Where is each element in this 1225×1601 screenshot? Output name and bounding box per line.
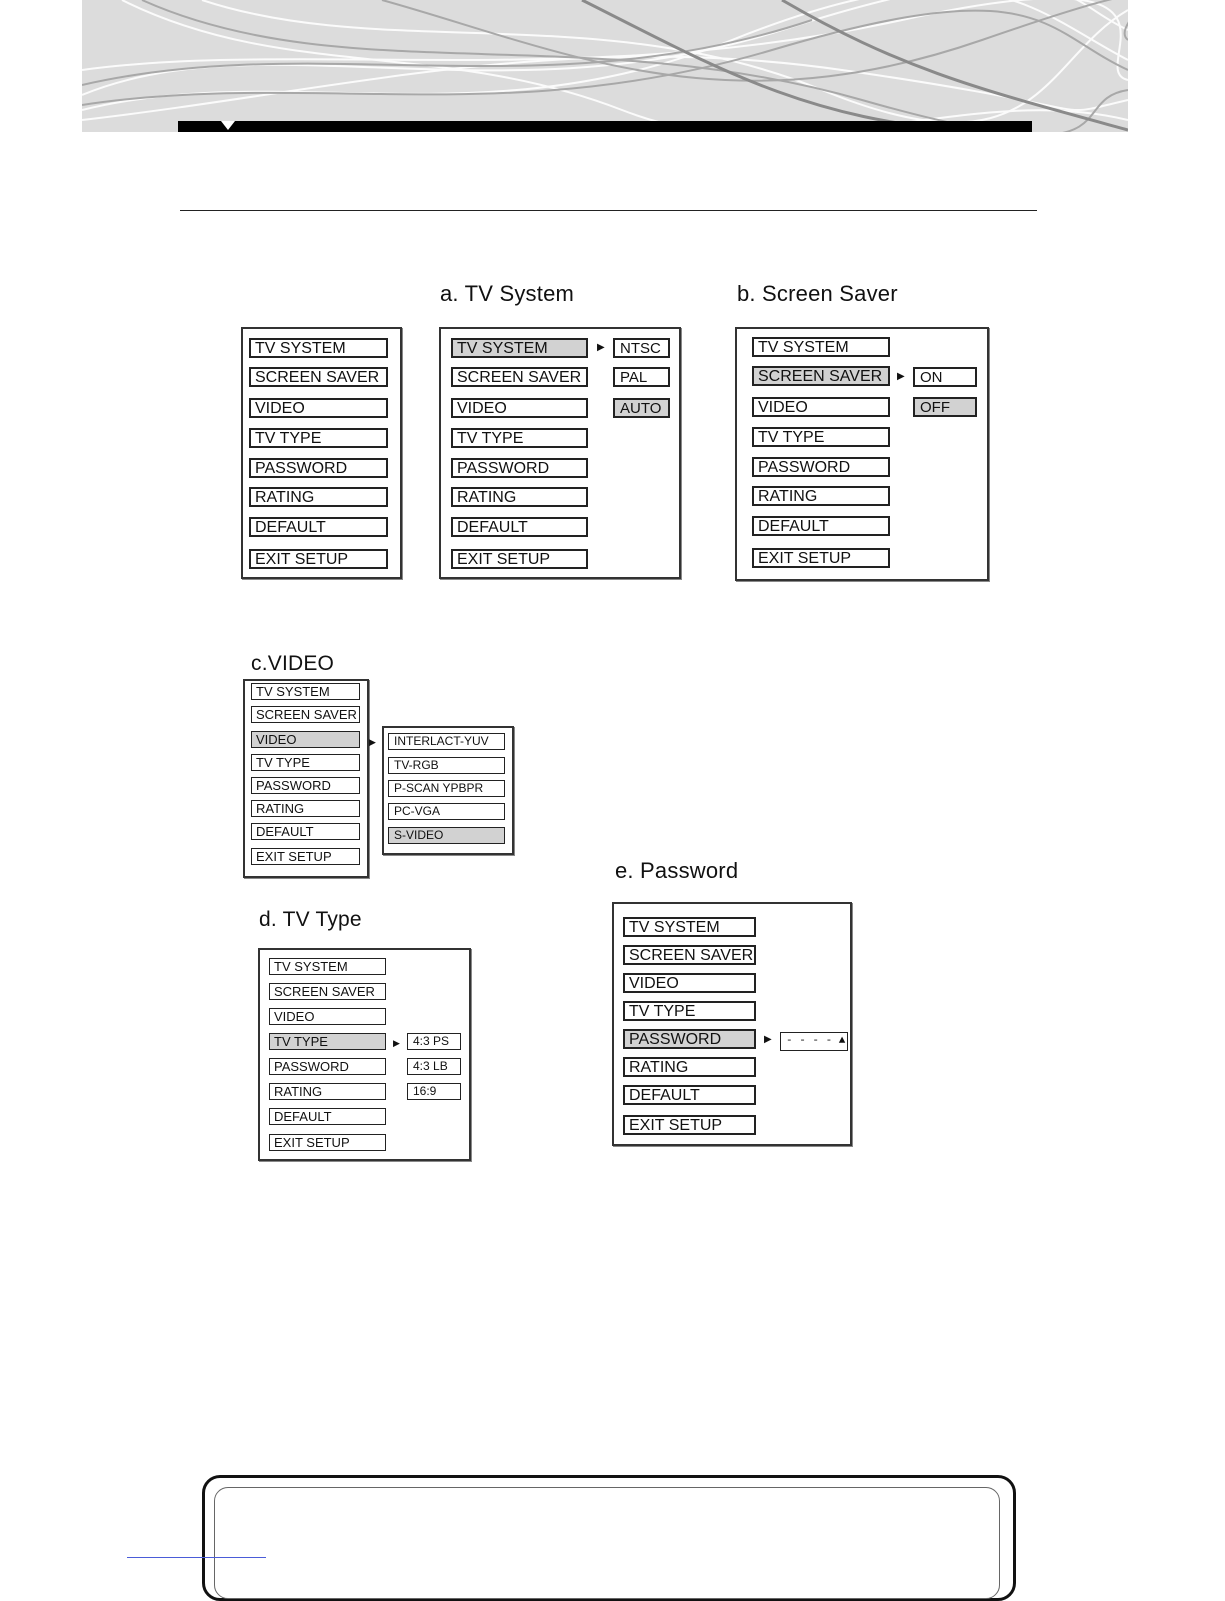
menu-item-tv-type[interactable]: TV TYPE [249,428,388,448]
menu-item-tv-system[interactable]: TV SYSTEM [451,338,588,358]
option-4-3-lb[interactable]: 4:3 LB [407,1058,461,1075]
menu-item-default[interactable]: DEFAULT [269,1108,386,1125]
submenu-arrow-icon: ▶ [597,342,605,353]
menu-item-exit-setup[interactable]: EXIT SETUP [623,1115,756,1135]
menu-item-tv-type[interactable]: TV TYPE [251,754,360,771]
menu-item-video[interactable]: VIDEO [623,973,756,993]
menu-item-exit-setup[interactable]: EXIT SETUP [249,549,388,569]
caption-b: b. Screen Saver [737,281,898,306]
decorative-swirl-graphic [82,0,1128,132]
menu-item-exit-setup[interactable]: EXIT SETUP [451,549,588,569]
menu-item-password[interactable]: PASSWORD [752,457,890,477]
menu-item-screen-saver[interactable]: SCREEN SAVER [251,706,360,723]
menu-item-default[interactable]: DEFAULT [451,517,588,537]
menu-item-exit-setup[interactable]: EXIT SETUP [752,548,890,568]
menu-item-rating[interactable]: RATING [269,1083,386,1100]
tv-system-menu-panel [439,327,681,579]
header-bar [178,121,1032,132]
menu-item-rating[interactable]: RATING [451,487,588,507]
submenu-arrow-icon: ▶ [897,371,905,382]
menu-item-tv-system[interactable]: TV SYSTEM [752,337,890,357]
submenu-arrow-icon: ▶ [393,1038,400,1048]
menu-item-password[interactable]: PASSWORD [623,1029,756,1049]
section-divider [180,210,1037,211]
menu-item-password[interactable]: PASSWORD [269,1058,386,1075]
menu-item-tv-system[interactable]: TV SYSTEM [251,683,360,700]
footer-frame-inner [214,1487,1000,1599]
menu-item-tv-type[interactable]: TV TYPE [451,428,588,448]
option-on[interactable]: ON [913,367,977,387]
option-16-9[interactable]: 16:9 [407,1083,461,1100]
menu-item-rating[interactable]: RATING [249,487,388,507]
header-banner [82,0,1128,132]
menu-item-exit-setup[interactable]: EXIT SETUP [251,848,360,865]
caption-d: d. TV Type [259,908,362,931]
menu-item-video[interactable]: VIDEO [269,1008,386,1025]
menu-item-screen-saver[interactable]: SCREEN SAVER [249,367,388,387]
submenu-arrow-icon: ▶ [369,737,376,747]
menu-item-screen-saver[interactable]: SCREEN SAVER [752,366,890,386]
menu-item-exit-setup[interactable]: EXIT SETUP [269,1134,386,1151]
menu-item-video[interactable]: VIDEO [251,731,360,748]
menu-item-screen-saver[interactable]: SCREEN SAVER [269,983,386,1000]
tv-type-menu-panel [258,948,471,1161]
caption-a: a. TV System [440,281,575,306]
caption-e: e. Password [615,858,739,883]
setup-menu-panel [241,327,402,579]
link-underline [127,1557,266,1558]
option-p-scan-ypbpr[interactable]: P-SCAN YPBPR [388,780,505,797]
menu-item-tv-system[interactable]: TV SYSTEM [249,338,388,358]
menu-item-rating[interactable]: RATING [623,1057,756,1077]
menu-item-tv-system[interactable]: TV SYSTEM [623,917,756,937]
menu-item-screen-saver[interactable]: SCREEN SAVER [623,945,756,965]
menu-item-tv-type[interactable]: TV TYPE [623,1001,756,1021]
option-off[interactable]: OFF [913,397,977,417]
menu-item-rating[interactable]: RATING [251,800,360,817]
password-input[interactable]: - - - - ▲ [780,1032,848,1051]
password-menu-panel [612,902,852,1146]
caption-c: c.VIDEO [251,652,335,675]
menu-item-default[interactable]: DEFAULT [623,1085,756,1105]
option-auto[interactable]: AUTO [613,398,670,418]
menu-item-tv-type[interactable]: TV TYPE [269,1033,386,1050]
menu-item-password[interactable]: PASSWORD [251,777,360,794]
header-bar-notch [221,121,235,130]
menu-item-video[interactable]: VIDEO [752,397,890,417]
option-4-3-ps[interactable]: 4:3 PS [407,1033,461,1050]
option-tv-rgb[interactable]: TV-RGB [388,757,505,774]
menu-item-tv-system[interactable]: TV SYSTEM [269,958,386,975]
menu-item-default[interactable]: DEFAULT [251,823,360,840]
menu-item-video[interactable]: VIDEO [249,398,388,418]
option-interlact-yuv[interactable]: INTERLACT-YUV [388,733,505,750]
menu-item-default[interactable]: DEFAULT [249,517,388,537]
menu-item-screen-saver[interactable]: SCREEN SAVER [451,367,588,387]
menu-item-default[interactable]: DEFAULT [752,516,890,536]
option-s-video[interactable]: S-VIDEO [388,827,505,844]
menu-item-password[interactable]: PASSWORD [249,458,388,478]
menu-item-tv-type[interactable]: TV TYPE [752,427,890,447]
menu-item-rating[interactable]: RATING [752,486,890,506]
submenu-arrow-icon: ▶ [764,1034,772,1045]
option-ntsc[interactable]: NTSC [613,338,670,358]
option-pal[interactable]: PAL [613,367,670,387]
menu-item-password[interactable]: PASSWORD [451,458,588,478]
option-pc-vga[interactable]: PC-VGA [388,803,505,820]
menu-item-video[interactable]: VIDEO [451,398,588,418]
